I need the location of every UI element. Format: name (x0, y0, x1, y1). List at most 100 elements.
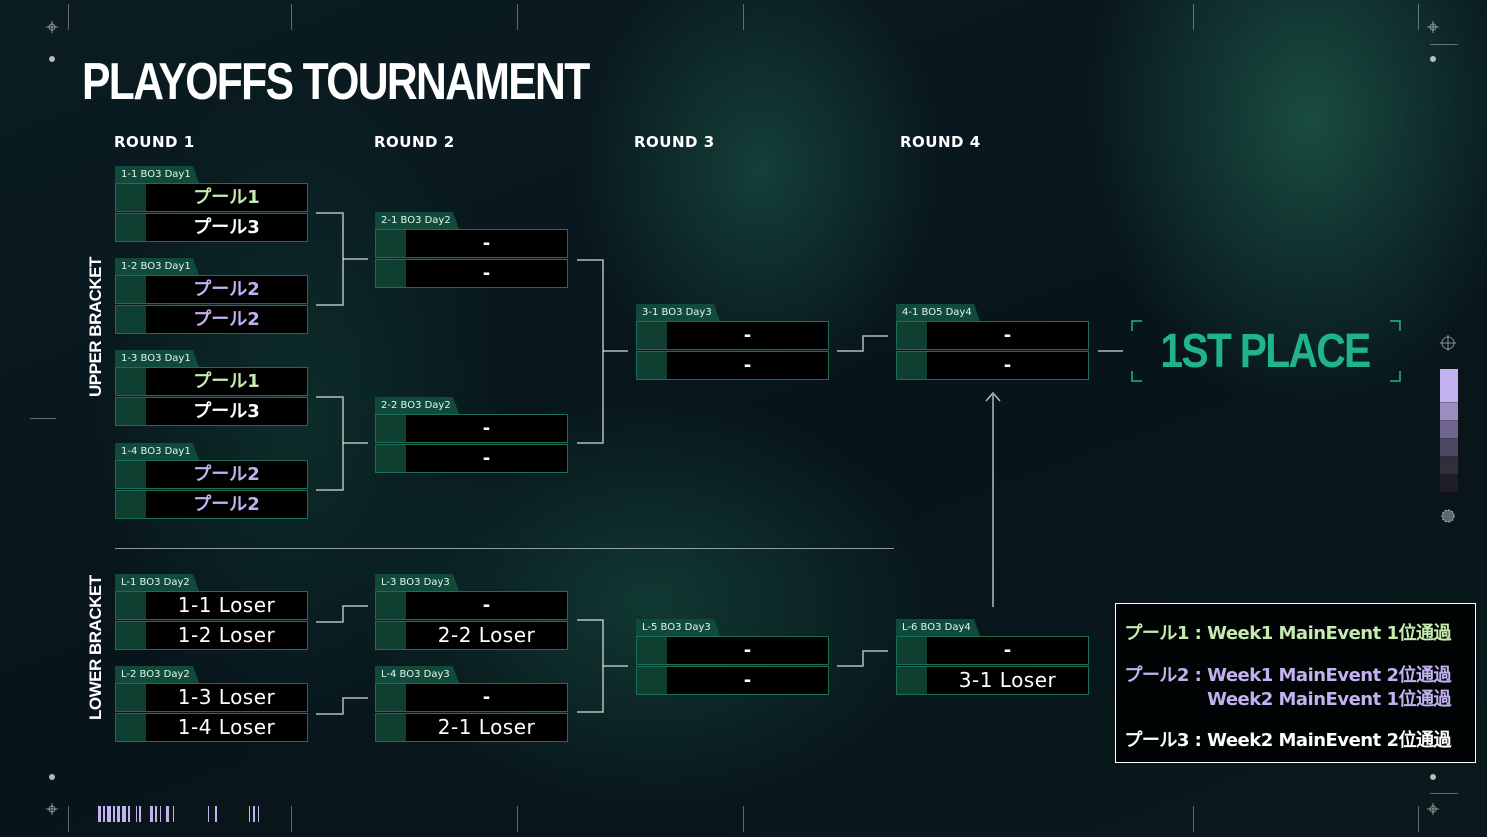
seed-block (376, 684, 406, 711)
frame-tick (291, 4, 292, 30)
match-tag: 3-1 BO3 Day3 (636, 304, 720, 321)
team-slot[interactable]: - (375, 591, 568, 620)
team-name: 2-2 Loser (437, 623, 536, 647)
team-slot[interactable]: - (375, 444, 568, 473)
team-name: プール1 (193, 371, 260, 392)
team-slot[interactable]: - (375, 259, 568, 288)
team-name: - (1003, 325, 1012, 346)
team-name: - (743, 670, 752, 691)
team-name: - (482, 418, 491, 439)
team-slot[interactable]: - (636, 321, 829, 350)
team-name: - (743, 355, 752, 376)
team-slot[interactable]: - (375, 683, 568, 712)
team-slot[interactable]: 1-2 Loser (115, 621, 308, 650)
team-slot[interactable]: - (636, 636, 829, 665)
seed-block (116, 214, 146, 241)
seed-block (376, 230, 406, 257)
seed-block (116, 622, 146, 649)
match-tag: 4-1 BO5 Day4 (896, 304, 980, 321)
team-name: - (482, 687, 491, 708)
seed-block (637, 667, 667, 694)
seed-block (897, 637, 927, 664)
match-tag: 1-1 BO3 Day1 (115, 166, 199, 183)
round-2-label: ROUND 2 (374, 133, 455, 151)
team-name: - (743, 640, 752, 661)
seed-block (116, 276, 146, 303)
team-slot[interactable]: プール2 (115, 490, 308, 519)
page-title: PLAYOFFS TOURNAMENT (82, 53, 590, 111)
team-slot[interactable]: プール2 (115, 305, 308, 334)
legend-pool-2-continued: Week2 MainEvent 1位通過 (1207, 689, 1451, 710)
match-tag: 1-3 BO3 Day1 (115, 350, 199, 367)
seed-block (116, 461, 146, 488)
seed-block (116, 714, 146, 741)
team-name: 1-2 Loser (177, 623, 276, 647)
team-slot[interactable]: プール3 (115, 397, 308, 426)
team-slot[interactable]: プール1 (115, 367, 308, 396)
frame-tick (1418, 806, 1419, 832)
seed-block (376, 415, 406, 442)
match-tag: L-1 BO3 Day2 (115, 574, 199, 591)
seed-block (116, 398, 146, 425)
team-slot[interactable]: プール2 (115, 460, 308, 489)
frame-tick (68, 4, 69, 30)
frame-tick (291, 806, 292, 832)
team-name: 1-3 Loser (177, 685, 276, 709)
match-tag: L-3 BO3 Day3 (375, 574, 459, 591)
team-name: 3-1 Loser (958, 668, 1057, 692)
team-slot[interactable]: - (896, 351, 1089, 380)
team-slot[interactable]: - (375, 229, 568, 258)
team-slot[interactable]: プール3 (115, 213, 308, 242)
team-slot[interactable]: 1-3 Loser (115, 683, 308, 712)
team-name: - (743, 325, 752, 346)
team-slot[interactable]: プール2 (115, 275, 308, 304)
match-tag: 1-2 BO3 Day1 (115, 258, 199, 275)
team-slot[interactable]: - (636, 351, 829, 380)
seed-block (376, 260, 406, 287)
frame-tick (1418, 4, 1419, 30)
frame-tick (517, 4, 518, 30)
seed-block (376, 445, 406, 472)
team-name: - (482, 263, 491, 284)
seed-block (376, 622, 406, 649)
barcode-decoration (98, 806, 259, 822)
team-slot[interactable]: - (896, 321, 1089, 350)
legend-pool-1: プール1 : Week1 MainEvent 1位通過 (1124, 623, 1451, 644)
team-slot[interactable]: 1-4 Loser (115, 713, 308, 742)
team-name: プール3 (193, 217, 260, 238)
team-slot[interactable]: 1-1 Loser (115, 591, 308, 620)
round-1-label: ROUND 1 (114, 133, 195, 151)
match-tag: L-6 BO3 Day4 (896, 619, 980, 636)
match-tag: L-2 BO3 Day2 (115, 666, 199, 683)
team-slot[interactable]: - (636, 666, 829, 695)
team-slot[interactable]: - (375, 414, 568, 443)
round-4-label: ROUND 4 (900, 133, 981, 151)
team-name: プール2 (193, 494, 260, 515)
side-scale-decoration (1440, 369, 1458, 493)
team-slot[interactable]: - (896, 636, 1089, 665)
seed-block (116, 592, 146, 619)
seed-block (376, 714, 406, 741)
team-slot[interactable]: 2-1 Loser (375, 713, 568, 742)
team-name: 1-4 Loser (177, 715, 276, 739)
legend-pool-3: プール3 : Week2 MainEvent 2位通過 (1124, 730, 1451, 751)
team-name: - (482, 448, 491, 469)
seed-block (897, 667, 927, 694)
team-slot[interactable]: プール1 (115, 183, 308, 212)
bracket-divider (115, 548, 894, 549)
match-tag: 1-4 BO3 Day1 (115, 443, 199, 460)
frame-tick (30, 418, 56, 419)
team-slot[interactable]: 2-2 Loser (375, 621, 568, 650)
team-name: 2-1 Loser (437, 715, 536, 739)
legend-pool-2: プール2 : Week1 MainEvent 2位通過 (1124, 665, 1451, 686)
frame-tick (1430, 793, 1458, 794)
team-name: 1-1 Loser (177, 593, 276, 617)
round-3-label: ROUND 3 (634, 133, 715, 151)
match-tag: 2-1 BO3 Day2 (375, 212, 459, 229)
seed-block (116, 306, 146, 333)
seed-block (897, 322, 927, 349)
team-name: プール2 (193, 279, 260, 300)
frame-tick (68, 806, 69, 832)
frame-tick (743, 806, 744, 832)
team-slot[interactable]: 3-1 Loser (896, 666, 1089, 695)
